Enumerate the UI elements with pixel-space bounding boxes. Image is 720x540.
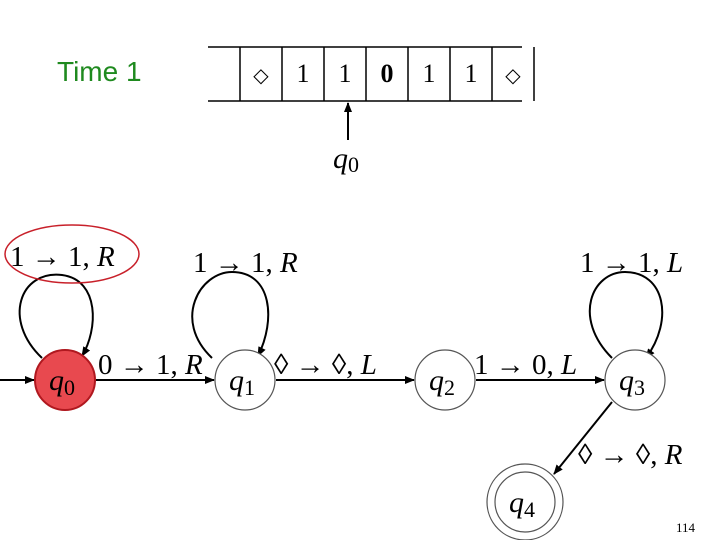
- label-edge-q1-q2: ◊ → ◊, L: [274, 349, 377, 381]
- state-q3-label: q3: [619, 364, 645, 400]
- tape-head: q0: [333, 102, 359, 177]
- state-q2-circle: [414, 349, 476, 411]
- state-q0-label: q0: [49, 364, 75, 400]
- tape-cell: 0: [381, 59, 394, 88]
- state-q1: q1: [214, 349, 276, 411]
- tape-cell: ◇: [253, 65, 269, 87]
- label-loop-q3: 1 → 1, L: [580, 247, 683, 279]
- loop-q0: [18, 273, 94, 359]
- state-q2: q2: [414, 349, 476, 411]
- state-q0: q0: [34, 349, 96, 411]
- state-q3-circle: [604, 349, 666, 411]
- tape-cell: 1: [465, 59, 478, 88]
- tape-cell: 1: [339, 59, 352, 88]
- state-q4-inner-circle: [494, 471, 556, 533]
- loop-q3: [588, 270, 664, 359]
- state-q2-label: q2: [429, 364, 455, 400]
- tape-cell: ◇: [505, 65, 521, 87]
- state-q1-label: q1: [229, 364, 255, 400]
- head-state-label: q0: [333, 142, 359, 177]
- highlight-ring-loop-q0: [4, 224, 140, 284]
- state-q0-circle: [34, 349, 96, 411]
- label-edge-q3-q4: ◊ → ◊, R: [578, 439, 683, 471]
- loop-q1: [191, 270, 270, 359]
- state-q4-label: q4: [509, 486, 535, 522]
- state-q1-circle: [214, 349, 276, 411]
- tape-cell: 1: [423, 59, 436, 88]
- label-loop-q0: 1 → 1, R: [10, 241, 115, 273]
- state-q3: q3: [604, 349, 666, 411]
- label-loop-q1: 1 → 1, R: [193, 247, 298, 279]
- label-edge-q0-q1: 0 → 1, R: [98, 349, 203, 381]
- tape-cell: 1: [297, 59, 310, 88]
- state-q4: q4: [486, 463, 564, 540]
- time-label: Time 1: [57, 56, 142, 87]
- edge-q3-q4: [553, 401, 613, 475]
- page-number: 114: [676, 520, 696, 535]
- label-edge-q2-q3: 1 → 0, L: [474, 349, 577, 381]
- tape-dividers: [239, 47, 535, 101]
